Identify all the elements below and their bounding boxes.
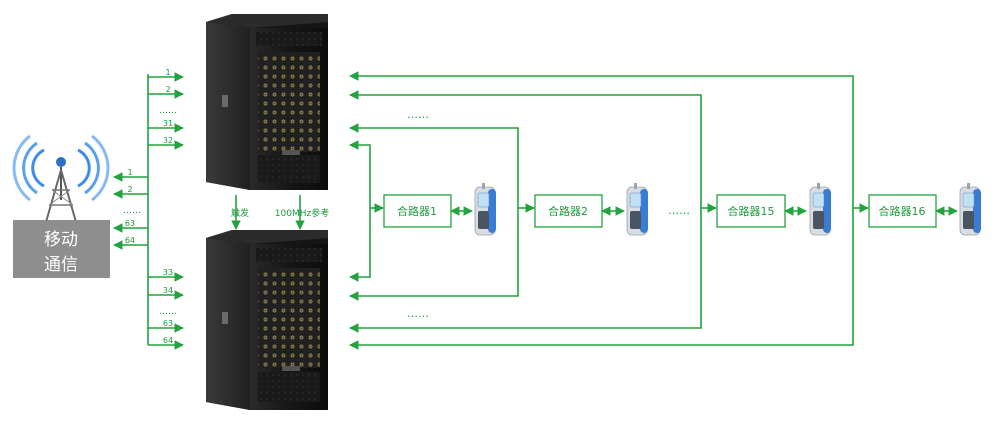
- tower-label-line2: 通信: [44, 255, 78, 275]
- combiner-2: 合路器2: [534, 194, 603, 228]
- bottom-port-label: 34: [163, 286, 173, 295]
- top-port-label: 31: [163, 119, 173, 128]
- combiner-label: 合路器1: [397, 204, 437, 218]
- bottom-unit-port-labels: 33 34 …… 63 64: [159, 268, 177, 345]
- tower-port-label: 2: [127, 185, 132, 194]
- reference-clock-label: 100MHz参考: [275, 207, 329, 219]
- bottom-port-label: 33: [163, 268, 173, 277]
- tower-port-labels: 1 2 …… 63 64: [123, 168, 141, 245]
- connection-lines: [113, 71, 958, 350]
- ellipsis-top: ……: [407, 108, 429, 121]
- mobile-phone-icon: [474, 183, 496, 236]
- combiner-1: 合路器1: [383, 194, 452, 228]
- combiner-label: 合路器2: [548, 204, 588, 218]
- combiner-label: 合路器16: [879, 204, 926, 218]
- ellipsis-middle: ……: [668, 204, 690, 217]
- mobile-phone-icon: [809, 183, 831, 236]
- trigger-label: 触发: [231, 207, 249, 219]
- combiner-label: 合路器15: [728, 204, 775, 218]
- rf-chassis-top: [206, 14, 328, 190]
- top-port-label: 2: [165, 85, 170, 94]
- rf-chassis-bottom: [206, 230, 328, 410]
- mobile-phone-icon: [959, 183, 981, 236]
- tower-label-box: 移动 通信: [13, 220, 110, 278]
- bottom-port-label: 64: [163, 336, 173, 345]
- combiner-16: 合路器16: [868, 194, 937, 228]
- cell-tower-icon: [12, 134, 110, 223]
- bottom-port-label: 63: [163, 319, 173, 328]
- top-port-label: 1: [165, 68, 170, 77]
- top-unit-port-labels: 1 2 …… 31 32: [159, 68, 177, 145]
- top-port-label: ……: [159, 106, 177, 116]
- tower-port-label: 63: [125, 219, 135, 228]
- top-port-label: 32: [163, 136, 173, 145]
- tower-port-label: 1: [127, 168, 132, 177]
- tower-port-label: ……: [123, 206, 141, 216]
- tower-label-line1: 移动: [44, 230, 78, 250]
- bottom-port-label: ……: [159, 307, 177, 317]
- tower-port-label: 64: [125, 236, 135, 245]
- combiner-15: 合路器15: [716, 194, 786, 228]
- mobile-phone-icon: [626, 183, 648, 236]
- ellipsis-bottom: ……: [407, 307, 429, 320]
